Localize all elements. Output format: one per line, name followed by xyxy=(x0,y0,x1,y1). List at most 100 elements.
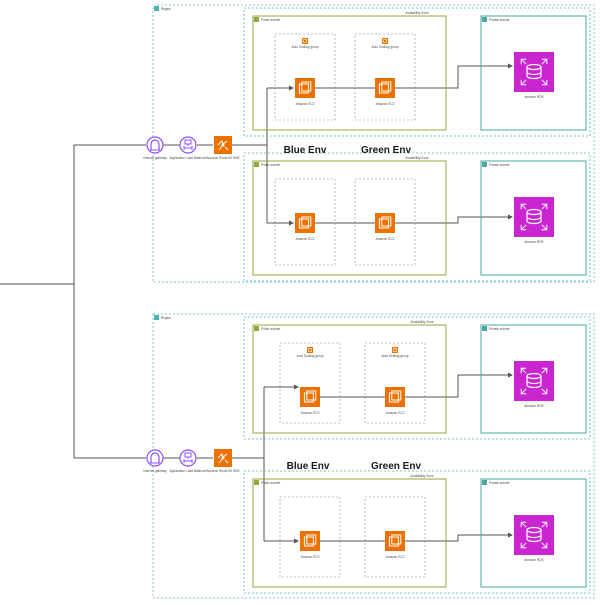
ec2-label: Amazon EC2 xyxy=(296,237,315,241)
vpc-label: Region xyxy=(161,316,171,320)
private-subnet xyxy=(480,160,587,276)
ec2-instance-icon[interactable] xyxy=(300,531,320,551)
asg-label: Auto Scaling group xyxy=(382,354,409,358)
private-subnet-badge-icon xyxy=(482,17,487,22)
asg-label: Auto Scaling group xyxy=(372,45,399,49)
alb-label: Application Load Balancer xyxy=(169,469,207,473)
public-subnet xyxy=(252,324,447,434)
auto-scaling-group-icon xyxy=(302,38,308,44)
vpc-label: Region xyxy=(161,7,171,11)
internet-gateway-icon[interactable] xyxy=(146,449,164,467)
dns-label: Amazon Route 53 DNS xyxy=(206,156,239,160)
route53-dns-icon[interactable] xyxy=(214,136,232,154)
az-boundary xyxy=(243,316,591,440)
vpc-badge-icon xyxy=(154,315,159,320)
route53-dns-icon[interactable] xyxy=(214,449,232,467)
ec2-instance-icon[interactable] xyxy=(385,531,405,551)
private-subnet-badge-icon xyxy=(482,326,487,331)
ec2-instance-icon[interactable] xyxy=(300,387,320,407)
public-subnet-label: Public subnet xyxy=(261,163,280,167)
ec2-instance-icon[interactable] xyxy=(375,213,395,233)
public-subnet-label: Public subnet xyxy=(261,18,280,22)
ec2-to-rds-connector xyxy=(405,532,513,542)
public-subnet xyxy=(252,478,447,588)
ec2-label: Amazon EC2 xyxy=(301,411,320,415)
private-subnet-label: Private subnet xyxy=(489,327,509,331)
asg-boundary xyxy=(274,33,336,121)
green-asg: Amazon EC2 xyxy=(364,496,426,578)
asg-boundary xyxy=(274,178,336,266)
asg-boundary xyxy=(279,342,341,424)
ec2-label: Amazon EC2 xyxy=(376,237,395,241)
public-subnet xyxy=(252,15,447,131)
green-asg: Amazon EC2 xyxy=(354,178,416,266)
rds-label: Amazon RDS xyxy=(524,558,543,562)
ec2-instance-icon[interactable] xyxy=(385,387,405,407)
blue-env-label: Blue Env xyxy=(287,461,330,472)
blue-asg: Amazon EC2 xyxy=(279,496,341,578)
application-load-balancer-icon[interactable] xyxy=(179,449,197,467)
az-label: Availability Zone xyxy=(405,156,428,160)
ec2-instance-icon[interactable] xyxy=(295,78,315,98)
ec2-to-rds-connector xyxy=(395,63,513,89)
alb-label: Application Load Balancer xyxy=(169,156,207,160)
asg-label: Auto Scaling group xyxy=(297,354,324,358)
blue-env-label: Blue Env xyxy=(284,145,327,156)
private-subnet-label: Private subnet xyxy=(489,18,509,22)
ec2-label: Amazon EC2 xyxy=(301,555,320,559)
public-subnet xyxy=(252,160,447,276)
private-subnet-badge-icon xyxy=(482,480,487,485)
private-subnet-badge-icon xyxy=(482,162,487,167)
public-subnet-label: Public subnet xyxy=(261,327,280,331)
ec2-instance-icon[interactable] xyxy=(375,78,395,98)
ec2-label: Amazon EC2 xyxy=(296,102,315,106)
green-env-label: Green Env xyxy=(361,145,411,156)
connector-layer xyxy=(0,63,513,544)
public-subnet-badge-icon xyxy=(254,480,259,485)
az-boundary xyxy=(243,7,591,137)
rds-database-icon[interactable] xyxy=(514,197,554,237)
auto-scaling-group-icon xyxy=(307,347,313,353)
az-label: Availability Zone xyxy=(405,11,428,15)
private-subnet-label: Private subnet xyxy=(489,481,509,485)
application-load-balancer-icon[interactable] xyxy=(179,136,197,154)
rds-label: Amazon RDS xyxy=(524,404,543,408)
rds-database-icon[interactable] xyxy=(514,515,554,555)
asg-label: Auto Scaling group xyxy=(292,45,319,49)
private-subnet xyxy=(480,324,587,434)
internet-gateway-icon[interactable] xyxy=(146,136,164,154)
asg-boundary xyxy=(364,342,426,424)
private-subnet xyxy=(480,478,587,588)
az-label: Availability Zone xyxy=(410,474,433,478)
asg-boundary xyxy=(364,496,426,578)
public-subnet-label: Public subnet xyxy=(261,481,280,485)
dns-label: Amazon Route 53 DNS xyxy=(206,469,239,473)
az-boundary xyxy=(243,470,591,594)
ec2-label: Amazon EC2 xyxy=(386,411,405,415)
ec2-instance-icon[interactable] xyxy=(295,213,315,233)
asg-boundary xyxy=(354,33,416,121)
rds-database-icon[interactable] xyxy=(514,52,554,92)
asg-boundary xyxy=(279,496,341,578)
ec2-to-rds-connector xyxy=(405,372,513,398)
rds-database-icon[interactable] xyxy=(514,361,554,401)
ec2-to-rds-connector xyxy=(395,214,513,224)
public-subnet-badge-icon xyxy=(254,326,259,331)
private-subnet xyxy=(480,15,587,131)
ec2-label: Amazon EC2 xyxy=(386,555,405,559)
az-boundary xyxy=(243,152,591,282)
private-subnet-label: Private subnet xyxy=(489,163,509,167)
